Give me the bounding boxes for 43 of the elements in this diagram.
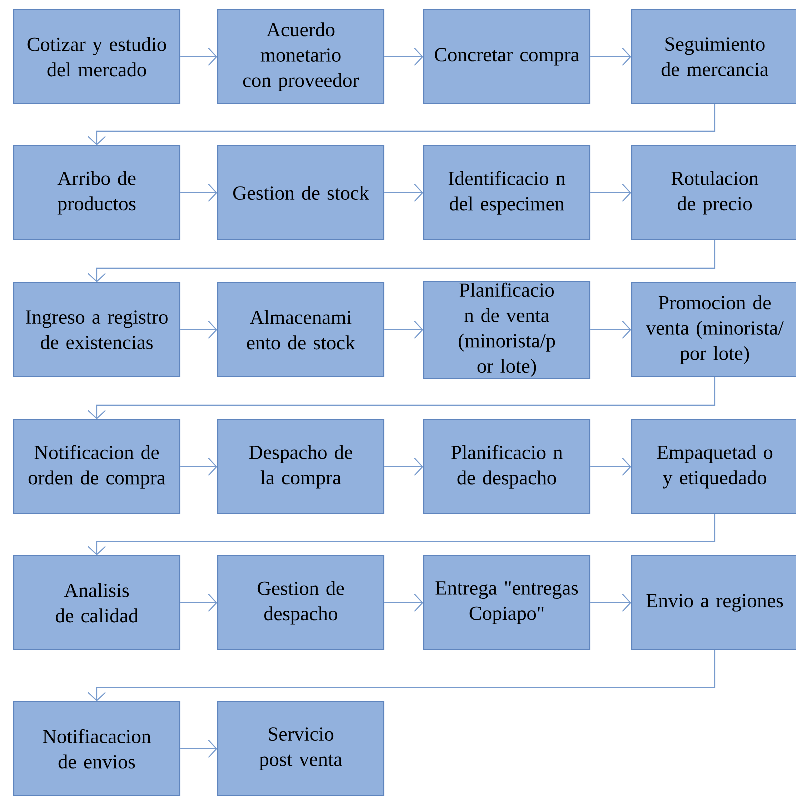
arrow [384,184,424,202]
process-box: Planificacio n de venta (minorista/p or lote) [423,280,591,380]
arrow [384,594,424,612]
process-box: Analisis de calidad [13,555,181,651]
arrow [180,740,218,758]
arrow [384,320,424,340]
process-box: Identificacio n del especimen [423,145,591,241]
arrow [180,594,218,612]
process-box: Despacho de la compra [217,419,385,515]
arrow [180,458,218,476]
arrow [88,378,716,420]
process-box: Empaquetad o y etiquedado [631,419,796,515]
process-box: Servicio post venta [217,701,385,797]
process-box: Envio a regiones [631,555,796,651]
process-box: Acuerdo monetario con proveedor [217,9,385,105]
process-box: Rotulacion de precio [631,145,796,241]
arrow [88,514,716,556]
arrow [590,320,632,340]
process-box: Entrega "entregas Copiapo" [423,555,591,651]
process-box: Ingreso a registro de existencias [13,282,181,378]
arrow [88,650,716,702]
process-box: Notifiacacion de envios [13,701,181,797]
process-box: Seguimiento de mercancia [631,9,796,105]
arrow [88,104,716,146]
arrow [384,48,424,66]
arrow [180,320,218,340]
process-box: Gestion de despacho [217,555,385,651]
process-box: Planificacio n de despacho [423,419,591,515]
arrow [590,184,632,202]
arrow [590,594,632,612]
process-box: Notificacion de orden de compra [13,419,181,515]
arrow [180,48,218,66]
process-box: Concretar compra [423,9,591,105]
arrow [590,48,632,66]
process-box: Promocion de venta (minorista/ por lote) [631,282,796,378]
arrow [180,184,218,202]
process-box: Arribo de productos [13,145,181,241]
arrow [590,458,632,476]
process-box: Almacenami ento de stock [217,282,385,378]
arrow [384,458,424,476]
process-box: Cotizar y estudio del mercado [13,9,181,105]
process-box: Gestion de stock [217,145,385,241]
arrow [88,240,716,282]
